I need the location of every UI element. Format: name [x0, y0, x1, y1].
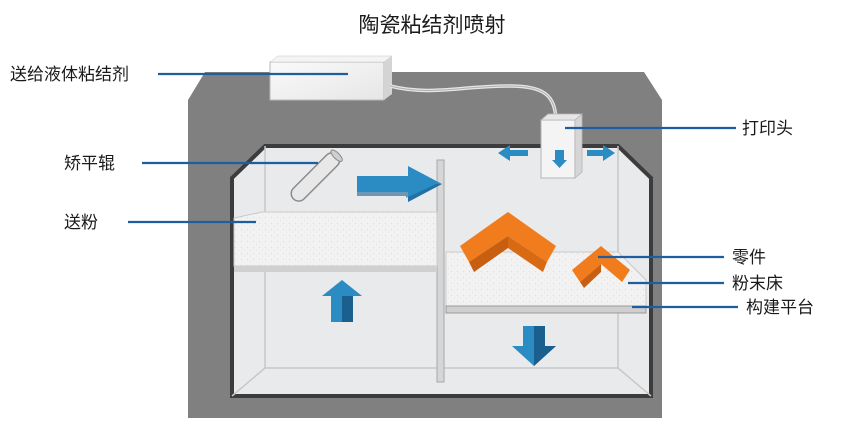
- tank-divider: [436, 159, 445, 383]
- feed-up-arrow: [322, 280, 362, 322]
- label-powder-feed: 送粉: [64, 213, 98, 233]
- part-large: [460, 212, 556, 272]
- leader-lines: [128, 72, 738, 309]
- part-small: [572, 246, 630, 288]
- label-part: 零件: [732, 248, 766, 268]
- binder-supply-box: [269, 55, 393, 101]
- label-print-head: 打印头: [742, 119, 793, 139]
- head-right-arrow: [587, 145, 615, 161]
- diagram-title: 陶瓷粘结剂喷射: [359, 13, 506, 37]
- print-head: [539, 113, 584, 179]
- feed-platform: [234, 266, 437, 272]
- leveling-roller: [290, 149, 343, 202]
- spread-arrow: [357, 166, 442, 202]
- build-down-arrow: [512, 326, 556, 366]
- label-roller: 矫平辊: [64, 154, 115, 174]
- feed-powder-top: [233, 211, 438, 267]
- head-left-arrow: [498, 145, 528, 161]
- label-binder-supply: 送给液体粘结剂: [10, 65, 129, 85]
- label-build-platform: 构建平台: [746, 298, 814, 318]
- build-platform: [445, 305, 647, 314]
- label-powder-bed: 粉末床: [732, 274, 783, 294]
